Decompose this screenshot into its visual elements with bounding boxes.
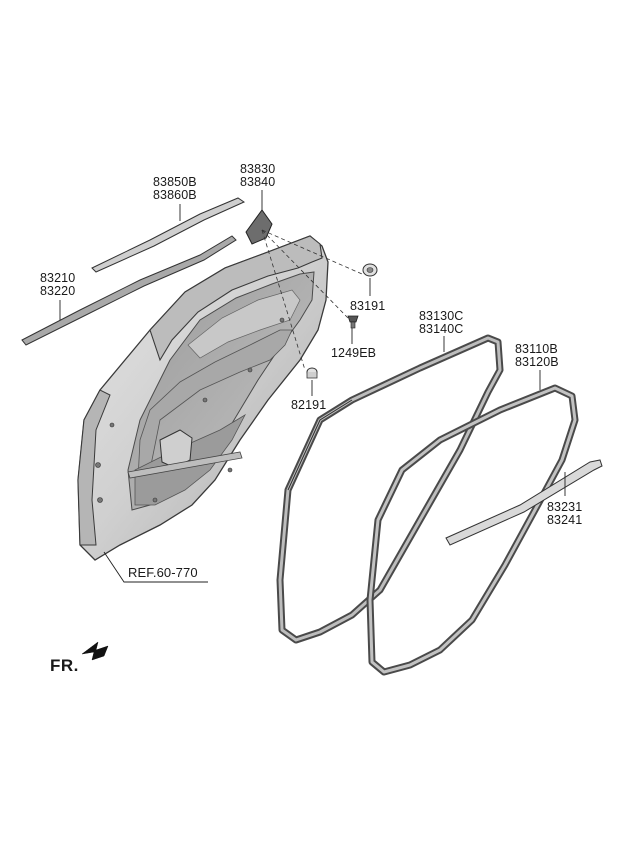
label-door-seal-1: 83130C bbox=[419, 309, 464, 323]
label-plug: 82191 bbox=[291, 398, 327, 412]
seal-strip bbox=[445, 459, 603, 546]
label-delta-cover-1: 83830 bbox=[240, 162, 276, 176]
label-delta-cover-2: 83840 bbox=[240, 175, 276, 189]
delta-cover bbox=[245, 209, 273, 245]
plug bbox=[306, 367, 318, 379]
door-panel bbox=[77, 235, 329, 561]
door-window-frame bbox=[149, 235, 323, 362]
label-strip-1: 83231 bbox=[547, 500, 583, 514]
label-door-seal-2: 83140C bbox=[419, 322, 464, 336]
label-strip-2: 83241 bbox=[547, 513, 583, 527]
label-upper-mold-2: 83860B bbox=[153, 188, 197, 202]
direction-label: FR. bbox=[50, 656, 79, 675]
dashed-leaders bbox=[261, 229, 363, 371]
label-belt-mold-1: 83210 bbox=[40, 271, 76, 285]
arrow-icon bbox=[81, 641, 109, 661]
label-screw: 1249EB bbox=[331, 346, 377, 360]
body-seal bbox=[366, 384, 579, 676]
grommet bbox=[362, 263, 378, 277]
label-upper-mold-1: 83850B bbox=[153, 175, 197, 189]
leader-lines bbox=[59, 190, 566, 583]
door-seal bbox=[276, 334, 504, 644]
label-body-seal-1: 83110B bbox=[515, 342, 558, 356]
label-body-seal-2: 83120B bbox=[515, 355, 559, 369]
label-grommet: 83191 bbox=[350, 299, 386, 313]
door-glass-area bbox=[187, 289, 301, 359]
reference-label: REF.60-770 bbox=[128, 565, 198, 580]
label-belt-mold-2: 83220 bbox=[40, 284, 76, 298]
belt-molding bbox=[21, 235, 237, 346]
upper-molding bbox=[91, 197, 246, 273]
door-impact-bar bbox=[127, 451, 243, 479]
door-latch-module bbox=[159, 429, 193, 469]
screw bbox=[347, 315, 359, 329]
door-hinge-edge bbox=[77, 389, 111, 546]
door-holes bbox=[95, 317, 285, 503]
